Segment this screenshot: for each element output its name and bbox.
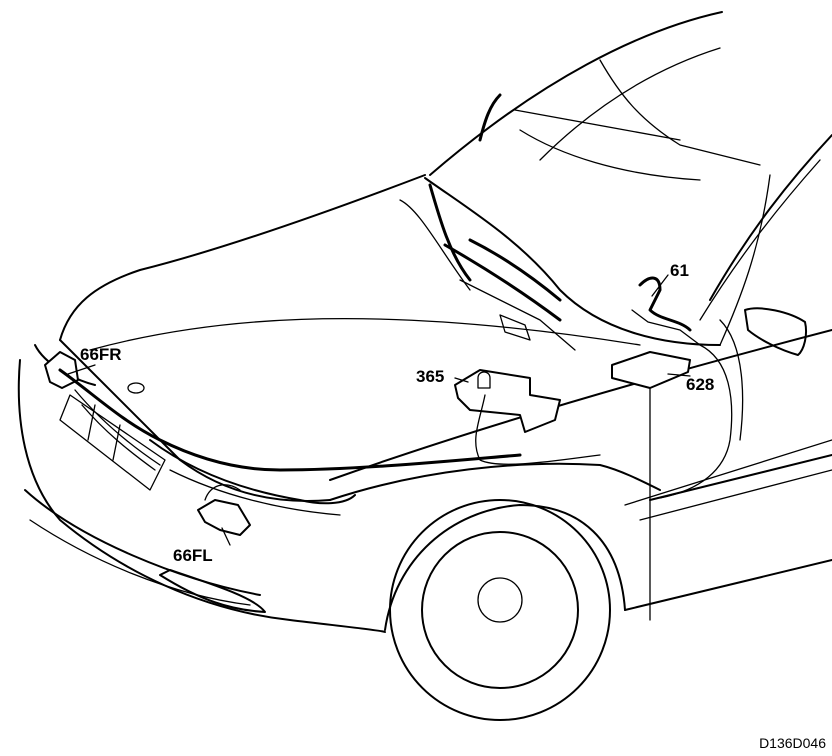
body-side <box>624 559 832 611</box>
leader-line-628 <box>667 373 691 377</box>
leader-line-365 <box>454 377 469 383</box>
bumper-top <box>17 359 386 633</box>
leader-line-66fl <box>221 527 231 546</box>
hood-front-edge <box>59 339 331 502</box>
side-mirror <box>744 307 808 356</box>
wiper-linkage <box>459 279 576 351</box>
wheel-arch <box>384 504 626 631</box>
cowl-line <box>424 177 721 346</box>
washer-hose-to-61 <box>659 344 733 499</box>
callout-365: 365 <box>416 367 445 386</box>
callout-66fl: 66FL <box>173 546 213 565</box>
washer-hose-to-61b <box>719 319 744 441</box>
wheel-hub <box>477 577 523 623</box>
wheel-rim <box>421 531 579 689</box>
fender-upper <box>329 329 832 481</box>
component-61-hose <box>638 276 692 332</box>
component-61-outline <box>631 309 701 346</box>
side-molding <box>624 439 832 506</box>
component-628-module <box>611 351 691 389</box>
reservoir-hose <box>475 394 601 465</box>
hood-top-edge <box>59 174 426 341</box>
cowl-inner <box>399 199 471 291</box>
document-id: D136D046 <box>759 735 826 751</box>
windshield-top <box>599 59 761 166</box>
wiper-arm-left <box>428 183 472 282</box>
leader-line-66fr <box>67 364 96 375</box>
fender-line <box>329 462 661 501</box>
leader-line-61 <box>651 274 669 297</box>
callout-61: 61 <box>670 261 689 280</box>
wheel-tire <box>389 499 611 721</box>
callout-628: 628 <box>686 375 715 394</box>
washer-hose-main <box>58 368 522 472</box>
grille-vertical <box>87 404 96 441</box>
antenna <box>478 93 502 142</box>
callout-66fr: 66FR <box>80 345 122 364</box>
wiper-blade-left <box>443 243 562 322</box>
grille-outline <box>59 394 166 491</box>
bumper-groove <box>29 519 251 606</box>
side-molding-lower <box>639 469 832 521</box>
bumper-lower <box>24 489 261 596</box>
grille-bar <box>74 389 161 466</box>
a-pillar-inner <box>699 159 821 321</box>
windshield-inner <box>519 129 701 181</box>
headlight-left-inner <box>169 469 341 516</box>
wiper-motor <box>499 314 531 341</box>
headlight-left <box>149 439 356 505</box>
component-66fl-washer <box>197 499 251 536</box>
a-pillar <box>709 134 832 301</box>
foglight <box>159 569 266 613</box>
wiper-blade-right <box>468 238 562 302</box>
reservoir-cap <box>477 371 491 389</box>
door-front-edge <box>719 174 771 346</box>
grille-vertical <box>112 424 121 461</box>
windshield-glass-line <box>514 109 681 141</box>
component-365-reservoir <box>454 369 561 433</box>
component-66fl-hose <box>204 484 241 501</box>
hood-emblem <box>127 382 145 394</box>
hood-crease <box>89 317 641 351</box>
roof-edge <box>429 11 723 176</box>
grille-bar <box>81 404 156 471</box>
